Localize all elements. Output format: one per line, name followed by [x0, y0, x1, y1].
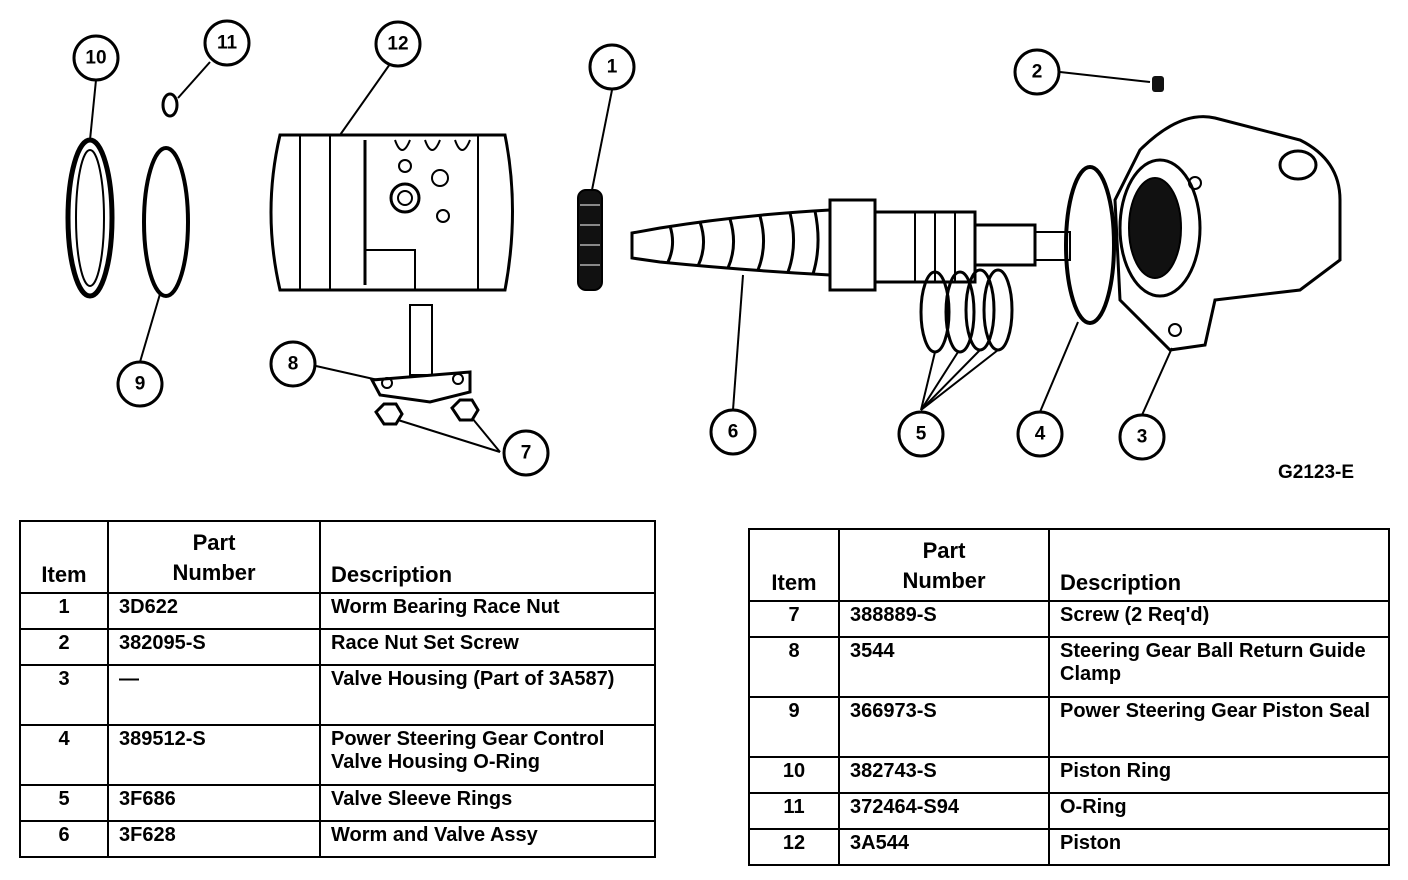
svg-text:3: 3	[1137, 427, 1148, 448]
svg-text:7: 7	[521, 443, 532, 464]
callout-10: 10	[72, 34, 120, 82]
callout-7: 7	[502, 429, 550, 477]
header-item: Item	[748, 528, 840, 602]
part-race-nut	[577, 189, 603, 291]
part-set-screw	[1152, 76, 1164, 92]
svg-text:11: 11	[217, 33, 238, 54]
exploded-parts-diagram: 1 2 3 4 5 6 7 8 9 10 11 12	[65, 19, 1342, 477]
part-piston-seal	[142, 146, 190, 298]
svg-text:12: 12	[387, 34, 408, 55]
header-description: Description	[1048, 528, 1390, 602]
header-description: Description	[319, 520, 656, 594]
callout-9: 9	[116, 360, 164, 408]
figure-code: G2123-E	[1278, 462, 1355, 483]
svg-text:10: 10	[85, 48, 106, 69]
callout-3: 3	[1118, 413, 1166, 461]
svg-text:1: 1	[607, 57, 618, 78]
callout-4: 4	[1016, 410, 1064, 458]
leader-lines	[89, 61, 1173, 453]
callout-5: 5	[897, 410, 945, 458]
callout-8: 8	[269, 340, 317, 388]
part-screws	[374, 398, 480, 426]
svg-text:4: 4	[1035, 424, 1046, 445]
part-valve-housing	[1113, 115, 1342, 352]
svg-text:8: 8	[288, 354, 299, 375]
callout-11: 11	[203, 19, 251, 67]
svg-text:9: 9	[135, 374, 146, 395]
part-valve-housing-o-ring	[1064, 165, 1116, 325]
part-ball-return-guide-clamp	[369, 304, 472, 404]
part-piston	[269, 133, 514, 292]
svg-text:5: 5	[916, 424, 927, 445]
callout-1: 1	[588, 43, 636, 91]
table-row: 3—Valve Housing (Part of 3A587)	[19, 664, 656, 726]
callout-2: 2	[1013, 48, 1061, 96]
header-item: Item	[19, 520, 109, 594]
callout-6: 6	[709, 408, 757, 456]
part-piston-ring	[65, 137, 115, 299]
part-o-ring	[161, 92, 179, 118]
part-worm-and-valve	[630, 198, 1071, 292]
svg-text:2: 2	[1032, 62, 1043, 83]
svg-text:6: 6	[728, 422, 739, 443]
callout-12: 12	[374, 20, 422, 68]
